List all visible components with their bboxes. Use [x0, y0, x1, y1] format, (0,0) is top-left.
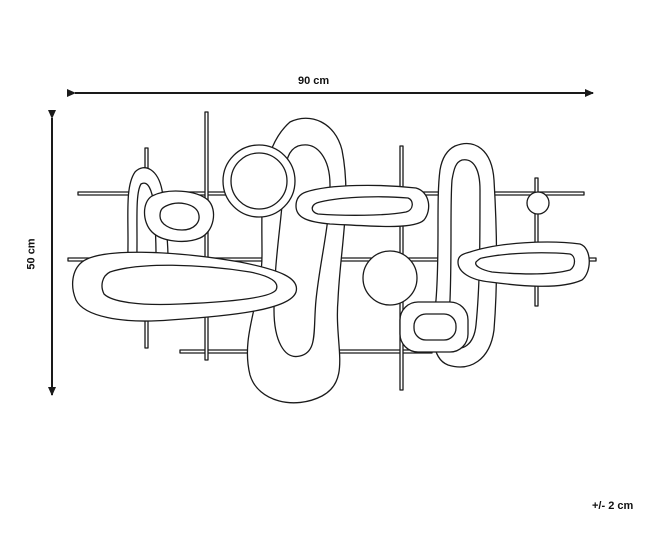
wide-left-loop-inner — [101, 264, 278, 306]
small-right-loop-inner — [413, 313, 457, 341]
width-dimension-label: 90 cm — [298, 75, 330, 87]
upper-ring-hole — [230, 152, 288, 210]
wall-art-sculpture — [67, 111, 597, 404]
small-upper-left-loop-inner — [159, 202, 200, 231]
tolerance-label: +/- 2 cm — [592, 500, 634, 512]
rod-vertical-2 — [204, 111, 209, 361]
middle-horizontal-loop-inner — [311, 196, 413, 216]
small-knob — [526, 191, 550, 215]
height-dimension-label: 50 cm — [25, 238, 38, 270]
center-disc — [362, 250, 418, 306]
right-horizontal-loop-inner — [475, 252, 576, 275]
